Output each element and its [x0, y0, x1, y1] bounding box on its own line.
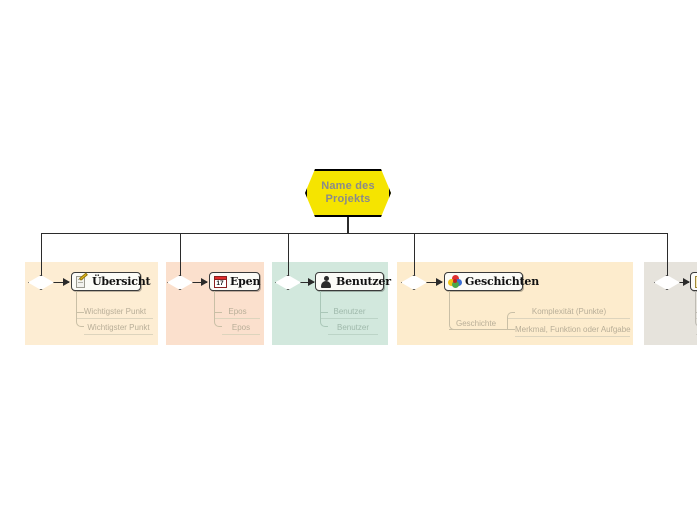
child-bracket-epen	[214, 291, 222, 327]
node-geschichten[interactable]: Geschichten	[444, 272, 539, 291]
child-epen-2[interactable]: Epos	[222, 321, 260, 335]
arrow-five	[680, 279, 690, 286]
root-node-label: Name des Projekts	[305, 169, 391, 217]
child-benutzer-2[interactable]: Benutzer	[328, 321, 378, 335]
node-uebersicht[interactable]: Übersicht	[71, 272, 151, 291]
root-node-shape	[305, 169, 391, 217]
diamond-shape	[401, 275, 427, 290]
root-node[interactable]: Name des Projekts	[305, 169, 391, 217]
child-benutzer-1[interactable]: Benutzer	[321, 305, 378, 319]
child-tick-uebersicht-1	[76, 312, 84, 313]
node-benutzer[interactable]: Benutzer	[315, 272, 391, 291]
diamond-shape	[654, 275, 680, 290]
child-uebersicht-2[interactable]: Wichtigster Punkt	[84, 321, 153, 335]
arrow-epen	[193, 279, 208, 286]
diamond-shape	[167, 275, 193, 290]
arrow-uebersicht	[54, 279, 70, 286]
child-uebersicht-1[interactable]: Wichtigster Punkt	[77, 305, 153, 319]
nested-connector-geschichte	[449, 329, 507, 330]
diamond-five[interactable]	[654, 275, 680, 290]
node-label-geschichten: Geschichten	[465, 275, 540, 288]
node-five[interactable]	[690, 272, 697, 291]
nested-label-geschichte[interactable]: Geschichte	[456, 319, 497, 328]
child-bracket-uebersicht	[76, 291, 84, 327]
node-label-epen: Epen	[230, 275, 261, 288]
drop-epen	[180, 233, 182, 276]
nested-tick-1	[507, 329, 515, 330]
drop-geschichten	[414, 233, 416, 276]
calendar-icon: 17	[213, 275, 227, 289]
diamond-shape	[28, 275, 54, 290]
diamond-uebersicht[interactable]	[28, 275, 54, 290]
child-tick-epen-1	[214, 312, 222, 313]
node-label-uebersicht: Übersicht	[92, 275, 151, 288]
root-label-line-1: Name des	[321, 180, 375, 192]
diamond-shape	[275, 275, 301, 290]
branch-panel-five	[644, 262, 697, 345]
child-geschichte-1[interactable]: Komplexität (Punkte)	[508, 305, 630, 319]
flower-icon	[448, 274, 462, 289]
node-label-benutzer: Benutzer	[336, 275, 391, 288]
child-epen-1[interactable]: Epos	[215, 305, 260, 319]
child-tick-five-1	[695, 312, 697, 313]
node-epen[interactable]: 17 Epen	[209, 272, 260, 291]
diamond-benutzer[interactable]	[275, 275, 301, 290]
drop-five	[667, 233, 669, 276]
root-label-line-2: Projekts	[325, 193, 371, 205]
calendar-day: 17	[216, 279, 224, 287]
child-geschichte-2[interactable]: Merkmal, Funktion oder Aufgabe	[515, 323, 631, 337]
drop-uebersicht	[41, 233, 43, 276]
arrow-benutzer	[301, 279, 315, 286]
drop-benutzer	[288, 233, 290, 276]
connector-bus	[41, 233, 668, 235]
person-icon	[319, 275, 333, 289]
arrow-geschichten	[427, 279, 443, 286]
nested-children-bracket	[507, 312, 515, 330]
generic-card-icon	[694, 275, 697, 289]
diamond-epen[interactable]	[167, 275, 193, 290]
diamond-geschichten[interactable]	[401, 275, 427, 290]
child-tick-benutzer-1	[320, 312, 328, 313]
note-pencil-icon	[75, 272, 89, 289]
child-bracket-benutzer	[320, 291, 328, 327]
root-stem	[347, 217, 349, 233]
